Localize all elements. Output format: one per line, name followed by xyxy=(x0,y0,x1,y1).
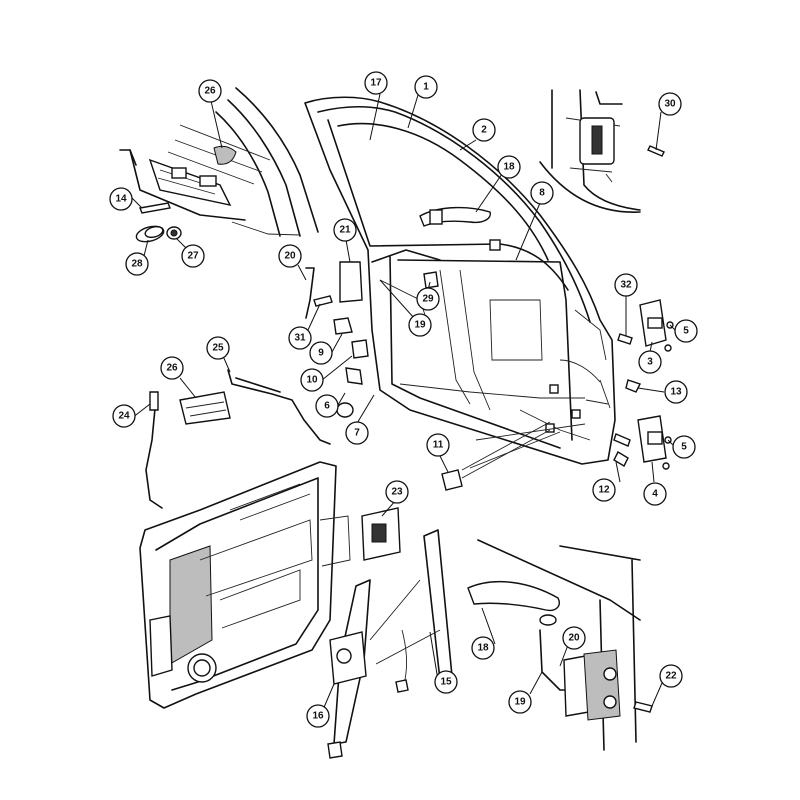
callout-8: 8 xyxy=(530,181,554,205)
callout-32: 32 xyxy=(614,273,638,297)
callout-17: 17 xyxy=(364,71,388,95)
callout-18-upper-label: 18 xyxy=(503,162,515,173)
callout-30: 30 xyxy=(658,92,682,116)
callout-5-lower: 5 xyxy=(672,435,696,459)
callout-8-label: 8 xyxy=(539,188,545,199)
callout-28-label: 28 xyxy=(131,259,143,270)
callout-2: 2 xyxy=(472,118,496,142)
callout-29: 29 xyxy=(416,287,440,311)
callout-27: 27 xyxy=(181,244,205,268)
callout-28: 28 xyxy=(125,252,149,276)
callout-31: 31 xyxy=(288,326,312,350)
callout-19-upper-label: 19 xyxy=(414,320,426,331)
leader-lines xyxy=(131,93,677,713)
callout-18-lower: 18 xyxy=(471,636,495,660)
callout-5-upper-label: 5 xyxy=(683,326,689,337)
door-trim-panel xyxy=(139,461,351,709)
callout-17-label: 17 xyxy=(370,78,382,89)
callout-26-lower-label: 26 xyxy=(166,363,178,374)
callout-13-label: 13 xyxy=(670,387,682,398)
callout-26-upper-label: 26 xyxy=(204,86,216,97)
callout-25-label: 25 xyxy=(212,343,224,354)
callout-16-label: 16 xyxy=(312,711,324,722)
callout-19-lower: 19 xyxy=(508,690,532,714)
callout-6: 6 xyxy=(315,394,339,418)
callout-25: 25 xyxy=(206,336,230,360)
callout-9-label: 9 xyxy=(318,348,324,359)
callout-19-lower-label: 19 xyxy=(514,697,526,708)
callout-9: 9 xyxy=(309,341,333,365)
callout-3: 3 xyxy=(638,350,662,374)
hinge-upper xyxy=(617,299,674,352)
callout-1-label: 1 xyxy=(423,82,429,93)
window-regulator xyxy=(327,507,453,759)
callout-11-label: 11 xyxy=(433,440,444,451)
exterior-handle-inset xyxy=(467,539,653,751)
callout-7-label: 7 xyxy=(354,428,360,439)
exterior-handle-on-door xyxy=(419,206,501,251)
callout-6-label: 6 xyxy=(324,401,330,412)
callout-21-label: 21 xyxy=(339,225,351,236)
callout-26-upper: 26 xyxy=(198,79,222,103)
callout-12: 12 xyxy=(592,478,616,502)
callout-20-lower-label: 20 xyxy=(568,633,580,644)
callout-14: 14 xyxy=(109,187,133,211)
callout-5-upper: 5 xyxy=(674,319,698,343)
door-frame xyxy=(304,96,616,469)
callout-12-label: 12 xyxy=(598,485,610,496)
inner-door-inset xyxy=(119,87,319,243)
callout-4-label: 4 xyxy=(652,489,658,500)
callout-32-label: 32 xyxy=(620,280,632,291)
callout-27-label: 27 xyxy=(187,251,199,262)
callout-7: 7 xyxy=(345,421,369,445)
callout-24-label: 24 xyxy=(118,411,130,422)
callout-19-upper: 19 xyxy=(408,313,432,337)
callout-15: 15 xyxy=(434,670,458,694)
callout-20-lower: 20 xyxy=(562,626,586,650)
callout-2-label: 2 xyxy=(481,125,487,136)
retainer-13 xyxy=(625,379,641,393)
callout-16: 16 xyxy=(306,704,330,728)
callout-30-label: 30 xyxy=(664,99,676,110)
callout-20-upper: 20 xyxy=(278,244,302,268)
door-check-assembly xyxy=(305,249,441,418)
callout-10: 10 xyxy=(300,368,324,392)
callout-23: 23 xyxy=(385,480,409,504)
callout-13: 13 xyxy=(664,380,688,404)
callout-4: 4 xyxy=(643,482,667,506)
callout-26-lower: 26 xyxy=(160,356,184,380)
callout-10-label: 10 xyxy=(306,375,318,386)
callout-15-label: 15 xyxy=(440,677,452,688)
callout-22-label: 22 xyxy=(665,671,677,682)
callout-21: 21 xyxy=(333,218,357,242)
callout-18-lower-label: 18 xyxy=(477,643,489,654)
callout-3-label: 3 xyxy=(647,357,653,368)
latch-rods xyxy=(145,369,331,509)
callout-18-upper: 18 xyxy=(497,155,521,179)
callout-23-label: 23 xyxy=(391,487,403,498)
callout-14-label: 14 xyxy=(115,194,127,205)
callout-31-label: 31 xyxy=(294,333,306,344)
callout-5-lower-label: 5 xyxy=(681,442,687,453)
callout-20-upper-label: 20 xyxy=(284,251,296,262)
callout-1: 1 xyxy=(414,75,438,99)
plug-11 xyxy=(441,421,551,491)
callout-24: 24 xyxy=(112,404,136,428)
callout-29-label: 29 xyxy=(422,294,434,305)
callout-11: 11 xyxy=(426,433,450,457)
hinge-lower xyxy=(613,415,672,470)
callout-22: 22 xyxy=(659,664,683,688)
hinge-detail-inset xyxy=(539,89,665,213)
